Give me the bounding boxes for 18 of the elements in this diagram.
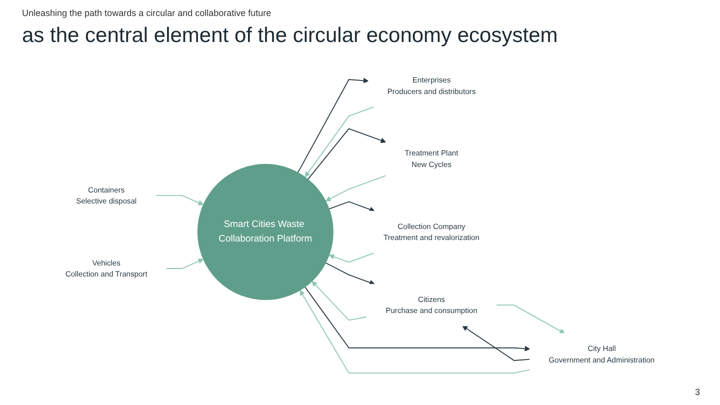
arrow — [308, 128, 386, 180]
node-circle: Smart Cities Waste Collaboration Platform — [197, 164, 334, 300]
arrow — [155, 194, 204, 206]
arrow — [312, 280, 368, 321]
arrow — [328, 252, 376, 263]
arrow — [300, 290, 530, 374]
arrow — [304, 286, 530, 352]
arrow — [325, 175, 386, 202]
subtitle: Unleashing the path towards a circular and collaborative future — [22, 8, 272, 18]
page-number: 3 — [694, 387, 700, 397]
arrow — [166, 258, 204, 269]
arrow — [496, 304, 565, 334]
arrow — [304, 106, 376, 178]
arrow — [297, 78, 369, 174]
arrow — [328, 201, 375, 212]
arrow — [325, 262, 375, 286]
arrow — [462, 326, 530, 361]
slide-title: as the central element of the circular economy ecosystem — [22, 24, 558, 48]
